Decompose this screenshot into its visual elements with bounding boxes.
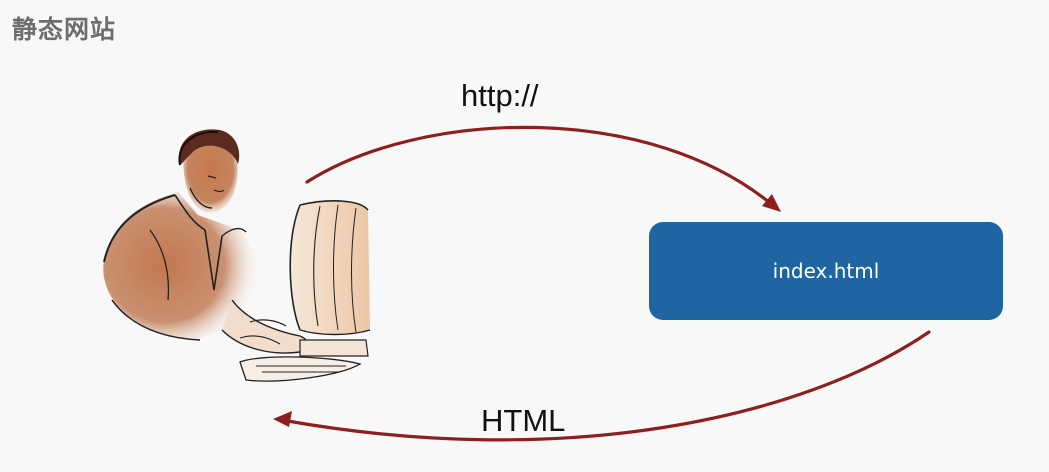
- response-arrow: [273, 330, 931, 442]
- request-arrow: [305, 125, 781, 212]
- page-title: 静态网站: [12, 15, 117, 44]
- server-file-box: index.html: [649, 222, 1003, 320]
- response-label: HTML: [481, 403, 566, 438]
- server-file-label: index.html: [772, 259, 880, 283]
- request-label: http://: [461, 78, 539, 113]
- client-computer-user-icon: [103, 129, 371, 382]
